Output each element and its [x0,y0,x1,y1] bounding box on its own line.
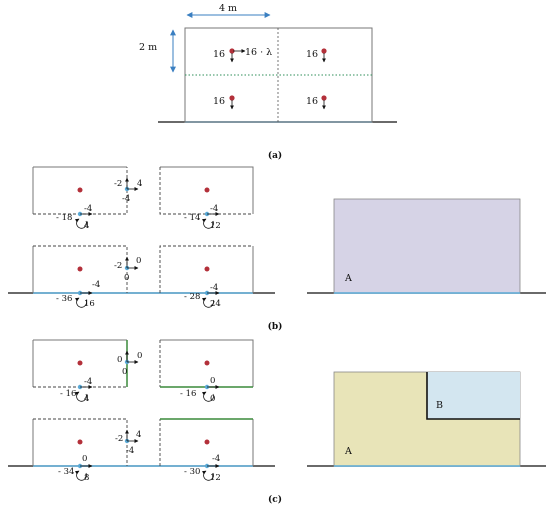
c-bl-bottom-b: - 34 [58,467,74,477]
panel-c: 0 0 0 -4 - 16 4 0 - 16 0 4 -2 -4 0 - 34 … [8,339,546,505]
b-bl-bottom-c: 16 [84,299,95,309]
panel-b: -2 4 -4 -4 - 18 4 -4 - 14 12 0 -2 0 -4 -… [8,166,546,332]
load-bottom-left: 16 [213,96,225,107]
c-bl-right-a: 4 [136,430,141,440]
load-bottom-right: 16 [306,96,318,107]
b-tl-right-b: 4 [137,179,142,189]
b-tr-bottom-c: 12 [210,221,221,231]
b-tl-bottom-b: - 18 [56,213,72,223]
load-top-left: 16 [213,49,225,60]
c-tr-bottom-c: 0 [210,394,215,404]
b-br-bottom-a: -4 [210,283,218,293]
caption-c: (c) [268,494,282,505]
b-tr-bottom-b: - 14 [184,213,200,223]
b-tl-bottom-c: 4 [84,221,89,231]
b-tl-bottom-a: -4 [84,204,92,214]
load-top-right: 16 [306,49,318,60]
region-b-label-c: B [436,400,443,411]
region-a-label-b: A [344,273,352,284]
b-br-bottom-b: - 28 [184,292,200,302]
c-tl-right-c: 0 [122,367,127,377]
c-tl-right-b: 0 [137,351,142,361]
height-dimension: 2 m [139,42,157,53]
b-bl-right-c: 0 [124,273,129,283]
b-br-bottom-c: 24 [210,299,221,309]
c-bl-bottom-c: 8 [84,473,89,483]
b-tl-right-c: -4 [122,194,130,204]
region-a-fill-b [333,198,521,294]
b-bl-bottom-b: - 36 [56,294,72,304]
c-tr-bottom-b: - 16 [180,389,196,399]
region-a-label-c: A [344,446,352,457]
width-dimension: 4 m [219,3,237,14]
load-top-left-extra: 16 · λ [245,47,272,58]
c-tl-bottom-c: 4 [84,394,89,404]
c-bl-bottom-a: 0 [82,454,87,464]
panel-a: 4 m 2 m 16 16 · λ 16 16 16 (a) [139,3,397,161]
c-bl-right-b: -2 [115,434,123,444]
c-tl-right-a: 0 [117,355,122,365]
c-bl-right-c: -4 [126,446,134,456]
c-br-bottom-a: -4 [212,454,220,464]
c-tl-bottom-b: - 16 [60,389,76,399]
b-tr-bottom-a: -4 [210,204,218,214]
b-bl-right-b: -2 [114,261,122,271]
c-tr-bottom-a: 0 [210,376,215,386]
region-b-fill-c [427,372,520,419]
c-tl-bottom-a: -4 [84,377,92,387]
caption-a: (a) [268,150,282,161]
b-tl-right-a: -2 [114,179,122,189]
c-br-bottom-c: 12 [210,473,221,483]
b-bl-bottom-a: -4 [92,280,100,290]
c-br-bottom-b: - 30 [184,467,200,477]
b-bl-right-a: 0 [136,256,141,266]
caption-b: (b) [268,321,283,332]
